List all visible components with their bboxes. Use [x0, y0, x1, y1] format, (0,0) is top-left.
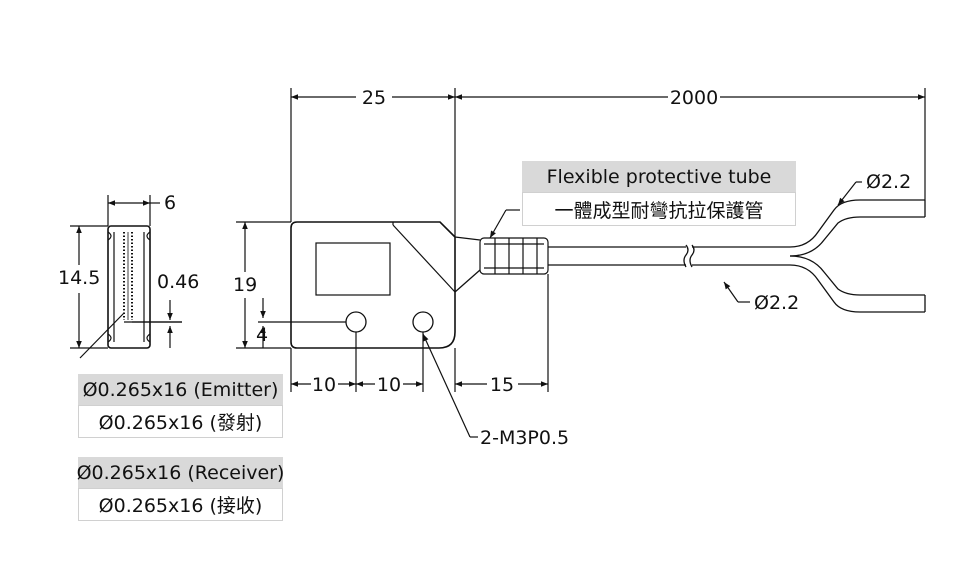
emitter-label-en: Ø0.265x16 (Emitter): [78, 374, 283, 405]
dim-tube-length: 15: [490, 374, 514, 396]
dim-side-width: 6: [164, 192, 176, 214]
dim-cable-dia-bottom: Ø2.2: [754, 292, 799, 314]
dim-side-height: 14.5: [58, 267, 100, 289]
receiver-label-en: Ø0.265x16 (Receiver): [77, 457, 284, 488]
emitter-label-zh: Ø0.265x16 (發射): [78, 405, 283, 438]
receiver-label-zh: Ø0.265x16 (接收): [78, 488, 283, 521]
dim-body-height: 19: [233, 274, 257, 296]
tube-label-zh: 一體成型耐彎抗拉保護管: [522, 192, 796, 226]
tube-label-en: Flexible protective tube: [522, 161, 796, 192]
protective-tube: [479, 237, 549, 275]
dim-hole-offset: 4: [256, 324, 268, 346]
cable: [548, 199, 926, 313]
side-view: [107, 225, 151, 349]
sensor-body: [290, 221, 481, 349]
dim-cable-length: 2000: [670, 87, 718, 109]
thread-callout: 2-M3P0.5: [480, 427, 569, 449]
dim-cable-dia-top: Ø2.2: [866, 171, 911, 193]
dim-fiber-dia: 0.46: [157, 271, 199, 293]
dim-hole-pitch-2: 10: [377, 374, 401, 396]
dim-hole-pitch-1: 10: [312, 374, 336, 396]
dim-body-length: 25: [362, 87, 386, 109]
